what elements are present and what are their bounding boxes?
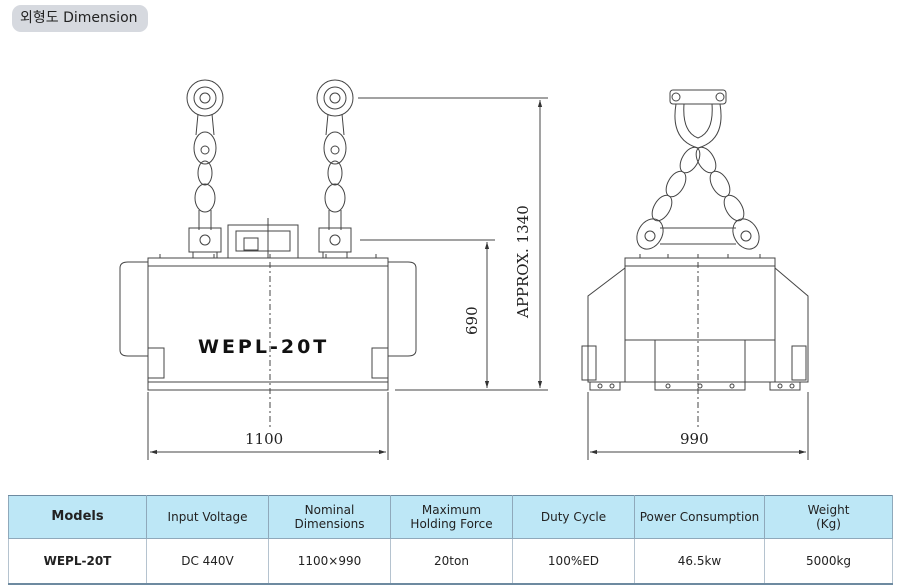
magnet-body bbox=[119, 254, 417, 430]
cell-dimensions: 1100×990 bbox=[268, 538, 391, 585]
table-row: WEPL-20T DC 440V 1100×990 20ton 100%ED 4… bbox=[8, 538, 893, 585]
side-width-label: 990 bbox=[680, 430, 709, 448]
side-shackle bbox=[669, 89, 727, 149]
cell-holding-force: 20ton bbox=[390, 538, 513, 585]
cell-power: 46.5kw bbox=[634, 538, 765, 585]
dimension-drawing: WEPL-20T 1100 690 APPROX. 1340 bbox=[119, 79, 809, 460]
side-chains bbox=[636, 146, 760, 250]
cell-duty-cycle: 100%ED bbox=[512, 538, 635, 585]
overall-height-label: APPROX. 1340 bbox=[514, 205, 532, 319]
model-label: WEPL-20T bbox=[198, 336, 329, 358]
page-title: 외형도 Dimension bbox=[12, 5, 148, 32]
cell-model: WEPL-20T bbox=[8, 538, 147, 585]
front-left-chain bbox=[186, 79, 224, 258]
header-weight: Weight(Kg) bbox=[764, 495, 893, 539]
front-view bbox=[119, 79, 417, 430]
height-dimensions bbox=[358, 97, 548, 391]
side-width-dimension bbox=[587, 392, 809, 460]
front-right-chain bbox=[316, 79, 354, 258]
header-models: Models bbox=[8, 495, 147, 539]
side-view bbox=[581, 89, 809, 430]
side-body bbox=[581, 254, 809, 430]
body-height-label: 690 bbox=[463, 306, 481, 335]
header-duty-cycle: Duty Cycle bbox=[512, 495, 635, 539]
cell-weight: 5000kg bbox=[764, 538, 893, 585]
cell-input-voltage: DC 440V bbox=[146, 538, 269, 585]
header-input-voltage: Input Voltage bbox=[146, 495, 269, 539]
terminal-box bbox=[227, 218, 299, 259]
front-width-label: 1100 bbox=[245, 430, 283, 448]
front-width-dimension bbox=[147, 392, 389, 460]
header-power-consumption: Power Consumption bbox=[634, 495, 765, 539]
